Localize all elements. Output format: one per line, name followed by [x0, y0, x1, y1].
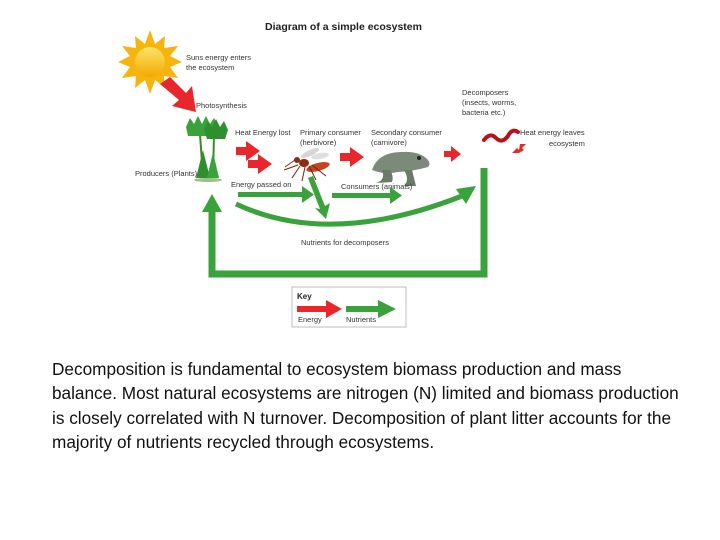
primary-consumer-label-1: Primary consumer — [300, 128, 361, 137]
primary-consumer-label-2: (herbivore) — [300, 138, 337, 147]
energy-passed-label: Energy passed on — [231, 180, 291, 189]
key-energy-arrow — [297, 300, 342, 318]
nutrients-decomposers-label: Nutrients for decomposers — [301, 238, 389, 247]
heat-leaves-label-1: Heat energy leaves — [520, 128, 585, 137]
heat-leaves-label-2: ecosystem — [549, 139, 585, 148]
key-nutrients-label: Nutrients — [346, 315, 376, 324]
key-nutrients-arrow — [346, 300, 396, 318]
sun-energy-label-1: Suns energy enters — [186, 53, 251, 62]
sun-energy-label-2: the ecosystem — [186, 63, 234, 72]
decomposers-label-1: Decomposers — [462, 88, 509, 97]
ecosystem-diagram: Diagram of a simple ecosystem Suns energ… — [118, 21, 585, 328]
heat-leaves-arrow — [512, 144, 526, 153]
plant-icon — [186, 116, 228, 182]
key-title: Key — [297, 292, 312, 301]
consumers-label: Consumers (animals) — [341, 182, 413, 191]
sun-icon — [118, 30, 182, 94]
caption-text: Decomposition is fundamental to ecosyste… — [52, 359, 679, 452]
heat-lost-label: Heat Energy lost — [235, 128, 291, 137]
heat-lost-arrow — [236, 141, 272, 174]
worm-icon — [482, 128, 520, 143]
frog-icon — [372, 151, 430, 186]
decomposers-label-2: (insects, worms, — [462, 98, 516, 107]
sun-energy-arrow — [160, 77, 196, 112]
secondary-consumer-label-2: (carnivore) — [371, 138, 407, 147]
key-energy-label: Energy — [298, 315, 322, 324]
decomposers-label-3: bacteria etc.) — [462, 108, 506, 117]
producers-label: Producers (Plants) — [135, 169, 198, 178]
nutrient-arrows — [202, 168, 488, 278]
diagram-title: Diagram of a simple ecosystem — [265, 21, 422, 33]
mosquito-icon — [283, 147, 330, 182]
photosynthesis-label: Photosynthesis — [196, 101, 247, 110]
energy-arrow-primary-secondary — [340, 147, 364, 167]
energy-arrow-secondary-decomposers — [444, 146, 461, 162]
secondary-consumer-label-1: Secondary consumer — [371, 128, 442, 137]
key-box: Key Energy Nutrients — [291, 286, 407, 328]
